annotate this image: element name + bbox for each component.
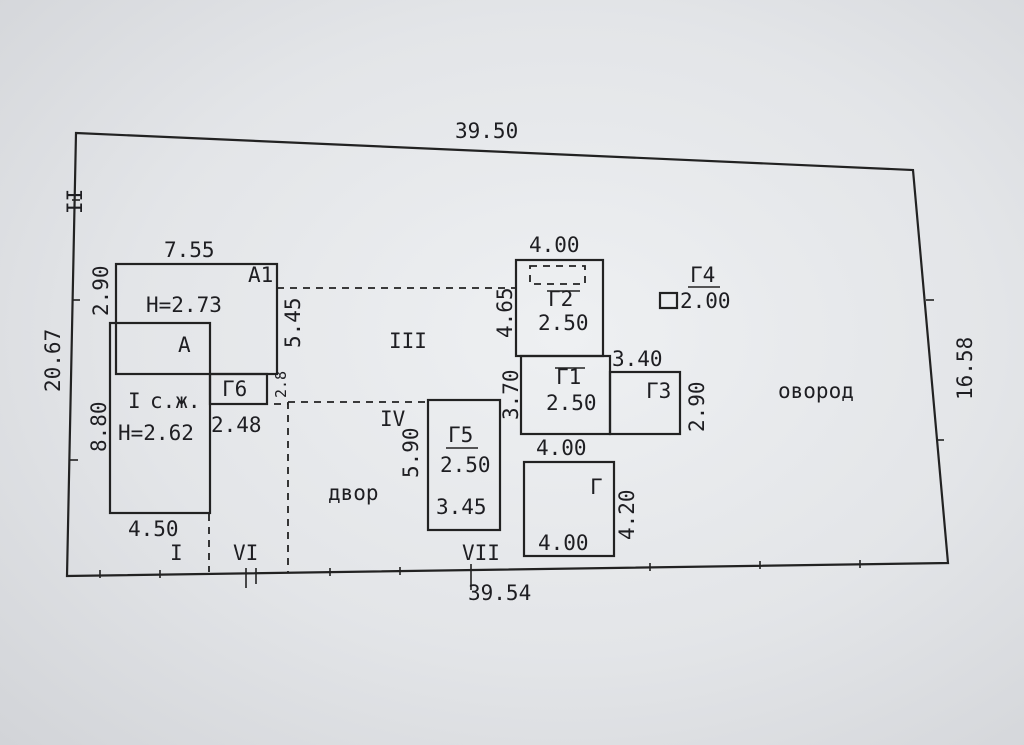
top-length-label: 39.50 [455, 119, 518, 143]
bottom-length-label: 39.54 [468, 581, 531, 605]
mark-vi-label: VI [233, 541, 258, 565]
zone-iv-label: IV [380, 407, 406, 431]
a-note: с.ж. [150, 389, 201, 413]
building-g3 [608, 370, 682, 436]
g6-side: 2.8 [272, 371, 290, 398]
a-roman: I [128, 389, 141, 413]
g5-value: 2.50 [440, 453, 491, 477]
g2-width-top: 4.00 [529, 233, 580, 257]
a1-height: H=2.73 [146, 293, 222, 317]
g1-label: Г1 [556, 365, 581, 389]
a1-side-right: 5.45 [281, 297, 305, 348]
g-width: 4.00 [538, 531, 589, 555]
g2-inner-mark [529, 265, 586, 285]
g2-value: 2.50 [538, 311, 589, 335]
building-g6 [208, 372, 269, 406]
a1-label: A1 [248, 263, 273, 287]
building-g [522, 460, 616, 558]
g1-value: 2.50 [546, 391, 597, 415]
g1-width-bottom: 4.00 [536, 436, 587, 460]
a1-side-left: 2.90 [89, 265, 113, 316]
g5-width: 3.45 [436, 495, 487, 519]
g-side: 4.20 [615, 489, 639, 540]
g5-side: 5.90 [399, 427, 423, 478]
g3-side: 2.90 [685, 381, 709, 432]
roman-ii-label: II [63, 189, 87, 214]
g2-side: 4.65 [493, 287, 517, 338]
g-label: Г [590, 475, 603, 499]
g4-label: Г4 [690, 263, 715, 287]
building-a1 [114, 262, 279, 376]
g6-value: 2.48 [211, 413, 262, 437]
yard-label: двор [328, 481, 379, 505]
plot-boundary [65, 131, 950, 578]
g4-value: 2.00 [680, 289, 731, 313]
mark-i-label: I [170, 541, 183, 565]
left-height-label: 20.67 [41, 329, 65, 392]
building-g5 [426, 398, 502, 532]
g3-width: 3.40 [612, 347, 663, 371]
building-g4 [658, 291, 679, 310]
g3-label: Г3 [646, 379, 671, 403]
a-width-bottom: 4.50 [128, 517, 179, 541]
a-label: A [178, 333, 191, 357]
a-height: H=2.62 [118, 421, 194, 445]
zone-iii-label: III [389, 329, 427, 353]
boundary-ticks [70, 199, 944, 590]
mark-vii-label: VII [462, 541, 500, 565]
g6-label: Г6 [222, 377, 247, 401]
a-side: 8.80 [87, 401, 111, 452]
g1-side: 3.70 [499, 369, 523, 420]
building-a [108, 321, 212, 515]
right-height-label: 16.58 [953, 337, 977, 400]
a1-width-top: 7.55 [164, 238, 215, 262]
garden-label: овород [778, 379, 854, 403]
g5-label: Г5 [448, 423, 473, 447]
